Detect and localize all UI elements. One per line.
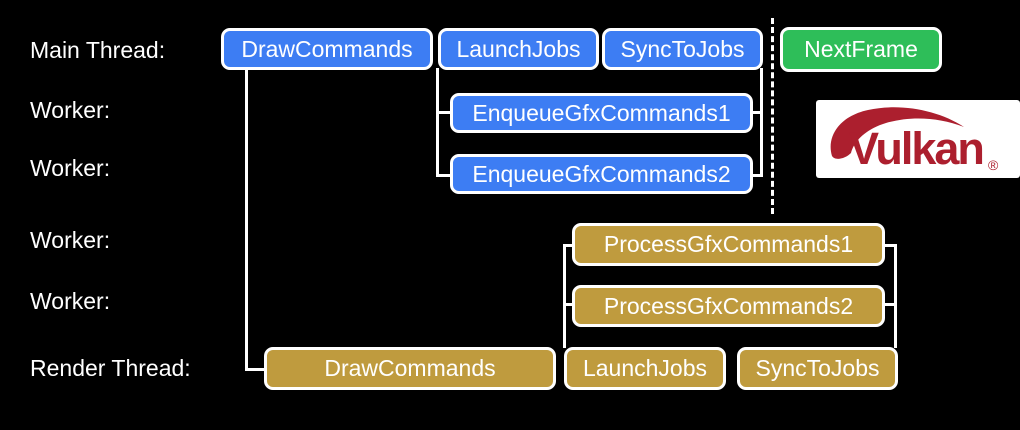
vulkan-wordmark: Vulkan xyxy=(849,123,983,174)
worker-2-label: Worker: xyxy=(30,155,111,181)
box-enqueuegfxcommands1: EnqueueGfxCommands1 xyxy=(450,93,753,133)
connector-process2-right-stub xyxy=(884,303,894,306)
vulkan-logo-graphic: Vulkan ® xyxy=(830,107,999,174)
box-enqueuegfxcommands2: EnqueueGfxCommands2 xyxy=(450,154,753,194)
connector-enqueue1-to-synctojobs-stub xyxy=(752,111,761,114)
box-processgfxcommands1: ProcessGfxCommands1 xyxy=(572,223,885,266)
render-thread-label: Render Thread: xyxy=(30,355,191,381)
box-render-drawcommands: DrawCommands xyxy=(264,347,556,390)
main-thread-label: Main Thread: xyxy=(30,37,166,63)
connector-process2-left-stub xyxy=(566,303,573,306)
connector-launchjobs-to-enqueue2-stub xyxy=(439,174,451,177)
frame-boundary-dashed-line xyxy=(771,18,774,214)
connector-process1-right-stub xyxy=(884,244,894,247)
box-main-launchjobs: LaunchJobs xyxy=(438,28,599,70)
vulkan-registered-mark: ® xyxy=(988,157,999,173)
box-processgfxcommands2: ProcessGfxCommands2 xyxy=(572,285,885,327)
connector-launchjobs-to-enqueue1-stub xyxy=(439,111,451,114)
worker-1-label: Worker: xyxy=(30,97,111,123)
connector-maindraw-to-renderdraw-elbow xyxy=(245,368,265,371)
vulkan-logo: Vulkan ® xyxy=(816,100,1020,178)
connector-enqueue2-to-synctojobs-stub xyxy=(752,174,761,177)
box-nextframe: NextFrame xyxy=(780,27,942,72)
vulkan-swoosh-icon xyxy=(830,107,964,159)
box-main-drawcommands: DrawCommands xyxy=(221,28,433,70)
connector-launchjobs-to-enqueue-vertical xyxy=(436,68,439,177)
worker-3-label: Worker: xyxy=(30,227,111,253)
box-render-synctojobs: SyncToJobs xyxy=(737,347,898,390)
connector-process-to-synctojobs-vertical xyxy=(894,244,897,348)
connector-enqueue-to-synctojobs-vertical xyxy=(760,68,763,177)
connector-process1-left-stub xyxy=(566,244,573,247)
connector-maindraw-to-renderdraw-vertical xyxy=(245,68,248,371)
worker-4-label: Worker: xyxy=(30,288,111,314)
connector-process-to-launchjobs-vertical xyxy=(563,244,566,348)
box-render-launchjobs: LaunchJobs xyxy=(564,347,726,390)
box-main-synctojobs: SyncToJobs xyxy=(602,28,763,70)
